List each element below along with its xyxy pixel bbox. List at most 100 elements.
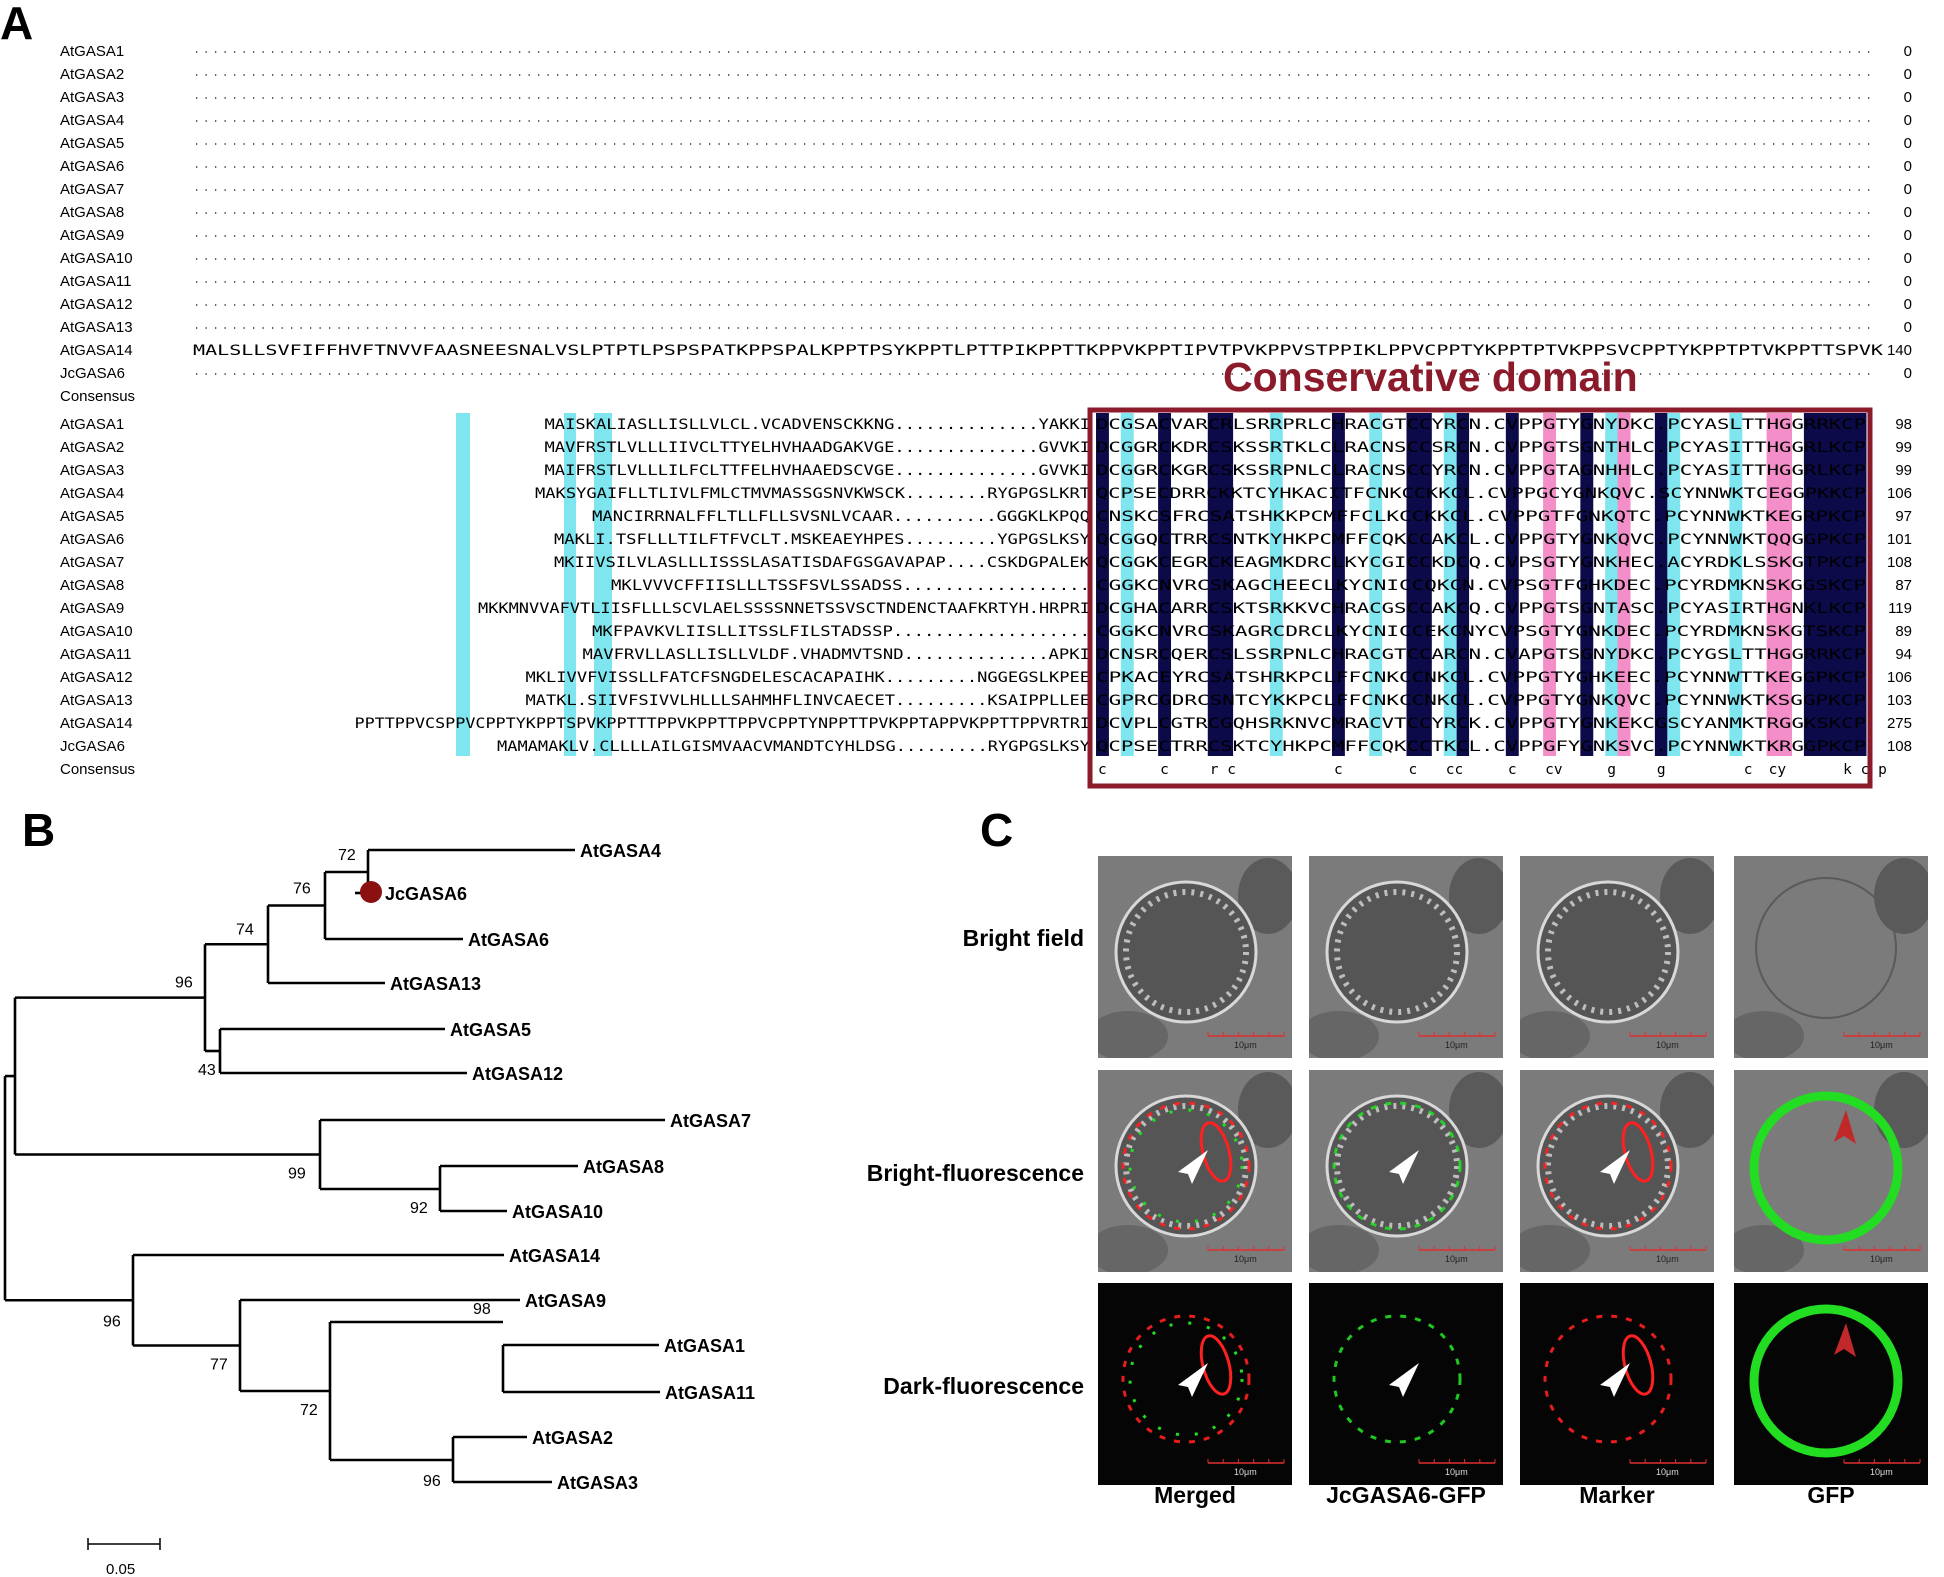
row-name: AtGASA13 xyxy=(60,319,133,336)
consensus-mark: cc xyxy=(1446,762,1463,778)
row-length: 94 xyxy=(1895,646,1912,663)
bootstrap-value: 72 xyxy=(338,847,356,864)
fluorescence-signal xyxy=(1332,1101,1462,1231)
protoplast xyxy=(1325,880,1469,1024)
column-label: GFP xyxy=(1807,1482,1855,1508)
micrograph: 10μm xyxy=(1520,1070,1714,1272)
row-name: AtGASA1 xyxy=(60,416,124,433)
row-name: AtGASA11 xyxy=(60,273,131,290)
signal-peptide-shade xyxy=(594,413,612,756)
row-length: 0 xyxy=(1904,365,1912,382)
conserved-column xyxy=(1456,413,1470,756)
bootstrap-value: 92 xyxy=(410,1200,428,1217)
tree-leaf-label: AtGASA12 xyxy=(472,1064,563,1084)
scale-bar-label: 10μm xyxy=(1870,1467,1893,1477)
row-length: 0 xyxy=(1904,204,1912,221)
conserved-column xyxy=(1158,413,1172,756)
row-length: 97 xyxy=(1895,508,1912,525)
row-name: AtGASA2 xyxy=(60,66,124,83)
background-cell xyxy=(1449,858,1503,934)
gfp-ring xyxy=(1749,1091,1903,1245)
tree-leaf-label: AtGASA14 xyxy=(509,1246,600,1266)
sequence-prefix: MATKL.SIIVFSIVVLHLLLSAHMHFLINVCAECET....… xyxy=(526,693,1091,709)
scale-bar-label: 10μm xyxy=(1445,1467,1468,1477)
row-name: AtGASA12 xyxy=(60,669,133,686)
similar-column xyxy=(1443,413,1457,756)
row-length: 87 xyxy=(1895,577,1912,594)
sequence-prefix: MAKLI.TSFLLLTILFTFVCLT.MSKEAEYHPES......… xyxy=(554,532,1090,548)
sequence-prefix: MKLIVVFVISSLLFATCFSNGDELESCACAPAIHK.....… xyxy=(526,670,1091,686)
domain-sequence: QCPSECTRRCSKTCYHKPCMFFCQKCCTKCL.CVPPGFYG… xyxy=(1096,739,1866,755)
row-name: JcGASA6 xyxy=(60,365,125,382)
conserved-column xyxy=(1418,413,1432,756)
similar-column xyxy=(1269,413,1283,756)
scale-bar-label: 10μm xyxy=(1445,1254,1468,1264)
micrograph: 10μm xyxy=(1098,856,1292,1058)
row-name: AtGASA9 xyxy=(60,600,124,617)
consensus-mark: c xyxy=(1744,762,1753,778)
similar-column xyxy=(1605,413,1619,756)
micrograph: 10μm xyxy=(1520,1283,1714,1485)
sequence-prefix: MKLVVVCFFIISLLLTSSFSVLSSADSS............… xyxy=(611,578,1090,594)
sequence-prefix: MAKSYGAIFLLTLIVLFMLCTMVMASSGSNVKWSCK....… xyxy=(535,486,1090,502)
column-label: Merged xyxy=(1154,1482,1236,1508)
gfp-signal xyxy=(1128,1321,1244,1437)
bootstrap-value: 77 xyxy=(210,1357,228,1374)
protoplast xyxy=(1536,1094,1680,1238)
domain-sequence: DCGGRCKGRCSKSSRPNLCLRACNSCCYRCN.CVPPGTAG… xyxy=(1096,463,1866,479)
arrowhead-icon xyxy=(1834,1323,1856,1357)
row-name: AtGASA4 xyxy=(60,112,124,129)
row-length: 0 xyxy=(1904,89,1912,106)
background-cell xyxy=(1098,1011,1168,1058)
arrowhead-icon xyxy=(1600,1150,1630,1184)
background-cell xyxy=(1660,858,1714,934)
row-length: 0 xyxy=(1904,43,1912,60)
consensus-mark: cy xyxy=(1769,762,1787,778)
consensus-mark: c xyxy=(1508,762,1517,778)
row-name: AtGASA3 xyxy=(60,89,124,106)
scale-bar-label: 10μm xyxy=(1234,1467,1257,1477)
similar-column xyxy=(1369,413,1383,756)
column-label: JcGASA6-GFP xyxy=(1326,1482,1486,1508)
consensus-mark: c xyxy=(1098,762,1107,778)
row-length: 108 xyxy=(1887,738,1912,755)
row-name: AtGASA12 xyxy=(60,296,133,313)
consensus-mark: g xyxy=(1607,762,1616,778)
gfp-ring xyxy=(1749,1304,1903,1458)
sequence-prefix: MAVFRSTLVLLLIIVCLTTYELHVHAADGAKVGE......… xyxy=(545,440,1091,456)
sequence-prefix: MAMAMAKLV.CLLLLAILGISMVAACVMANDTCYHLDSG.… xyxy=(497,739,1090,755)
sequence-text: MALSLLSVFIFFHVFTNVVFAASNEESNALVSLPTPTLPS… xyxy=(193,343,1883,359)
similar-column xyxy=(1667,413,1681,756)
row-name: AtGASA8 xyxy=(60,204,124,221)
domain-sequence: DCGHACARRCSKTSRKKVCHRACGSCCAKCQ.CVPPGTSG… xyxy=(1096,601,1866,617)
background-cell xyxy=(1098,1225,1168,1272)
bootstrap-value: 43 xyxy=(198,1062,216,1079)
conserved-column xyxy=(1207,413,1221,756)
similar-column-pink xyxy=(1617,413,1631,756)
domain-sequence: DCVPLCGTRCGQHSRKNVCMRACVTCCYRCK.CVPPGTYG… xyxy=(1096,716,1866,732)
row-length: 119 xyxy=(1888,600,1912,617)
panel-label-c: C xyxy=(980,804,1014,856)
consensus-mark: c xyxy=(1408,762,1417,778)
consensus-mark: c xyxy=(1160,762,1169,778)
conserved-column xyxy=(1816,413,1830,756)
row-name: AtGASA14 xyxy=(60,715,133,732)
row-length: 0 xyxy=(1904,273,1912,290)
fluorescence-signal xyxy=(1332,1314,1462,1444)
row-name: AtGASA11 xyxy=(60,646,131,663)
tree-leaf-label: AtGASA5 xyxy=(450,1020,531,1040)
row-length: 106 xyxy=(1887,669,1912,686)
row-length: 101 xyxy=(1887,531,1912,548)
tree-leaf-label: AtGASA9 xyxy=(525,1291,606,1311)
background-cell xyxy=(1520,1225,1590,1272)
chloroplast-ring xyxy=(1545,1103,1671,1229)
tree-leaf-label: AtGASA1 xyxy=(664,1336,745,1356)
conserved-column xyxy=(1331,413,1345,756)
sequence-prefix: MKKMNVVAFVTLIISFLLLSCVLAELSSSSNNETSSVSCT… xyxy=(478,601,1090,617)
chloroplast-ring xyxy=(1123,889,1249,1015)
sequence-prefix: MAISKALIASLLISLLVLCL.VCADVENSCKKNG......… xyxy=(545,417,1091,433)
tree-leaf-label: AtGASA13 xyxy=(390,974,481,994)
micrograph: 10μm xyxy=(1734,1070,1928,1272)
background-cell xyxy=(1660,1072,1714,1148)
